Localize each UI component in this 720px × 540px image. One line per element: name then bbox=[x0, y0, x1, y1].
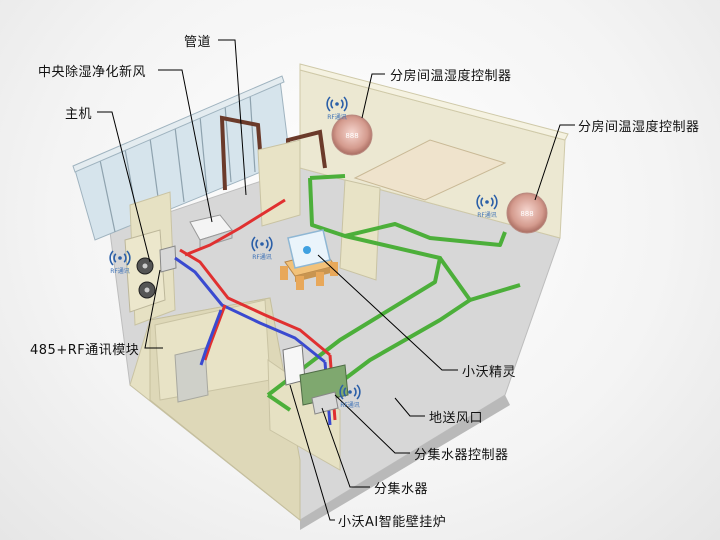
rf-wave-icon bbox=[339, 384, 344, 400]
partition-mid bbox=[257, 139, 301, 227]
label-fresh-air: 中央除湿净化新风 bbox=[38, 65, 147, 80]
xiaowo-sprite-screen bbox=[287, 229, 331, 269]
rf-wave-icon bbox=[126, 250, 131, 266]
fresh-air-unit-side bbox=[199, 229, 233, 249]
rf-badge-label: RF通讯 bbox=[327, 113, 347, 121]
rf-wave-icon bbox=[255, 239, 259, 249]
label-pipe: 管道 bbox=[184, 35, 212, 50]
rf-wave-icon bbox=[123, 253, 127, 263]
rf-dot-icon bbox=[118, 256, 122, 260]
rf-wave-icon bbox=[356, 384, 361, 400]
label-host: 主机 bbox=[65, 107, 93, 122]
room-controller-2-device: 888 bbox=[506, 192, 548, 234]
rf-dot-icon bbox=[260, 242, 264, 246]
rf-wave-icon bbox=[343, 96, 348, 112]
label-room-controller-1: 分房间温湿度控制器 bbox=[390, 69, 512, 84]
back-right-wall-top bbox=[299, 63, 569, 141]
rf-badge: RF通讯 bbox=[109, 250, 131, 275]
rf-wave-icon bbox=[480, 197, 484, 207]
rf-badge-label: RF通讯 bbox=[110, 267, 130, 275]
label-manifold: 分集水器 bbox=[374, 482, 429, 497]
rf-wave-icon bbox=[340, 99, 344, 109]
label-xiaowo-sprite: 小沃精灵 bbox=[462, 365, 517, 380]
room-controller-1-device: 888 bbox=[331, 114, 373, 156]
ceiling-panel bbox=[353, 139, 507, 201]
floor-slab-edge bbox=[300, 395, 510, 530]
host-fans bbox=[136, 257, 156, 299]
rf-wave-icon bbox=[490, 197, 494, 207]
rf-badge: RF通讯 bbox=[339, 384, 361, 409]
rf-wave-icon bbox=[109, 250, 114, 266]
partition-right bbox=[339, 179, 381, 281]
rf-wave-icon bbox=[326, 96, 331, 112]
rf-wave-icon bbox=[113, 253, 117, 263]
label-floor-vent: 地送风口 bbox=[429, 411, 484, 426]
rf-dot-icon bbox=[348, 390, 352, 394]
leader-lines bbox=[97, 39, 575, 521]
rf-badge: RF通讯 bbox=[251, 236, 273, 261]
label-room-controller-2: 分房间温湿度控制器 bbox=[578, 120, 700, 135]
rf-wave-icon bbox=[265, 239, 269, 249]
rf-wave-icon bbox=[330, 99, 334, 109]
air-ducts bbox=[266, 174, 521, 412]
rf-wave-icon bbox=[353, 387, 357, 397]
rf-wave-icon bbox=[268, 236, 273, 252]
manifold-unit bbox=[299, 364, 349, 415]
label-485-rf-module: 485+RF通讯模块 bbox=[30, 343, 140, 358]
glass-wall-rail bbox=[72, 75, 285, 173]
rf-wave-icon bbox=[251, 236, 256, 252]
rf-dot-icon bbox=[485, 200, 489, 204]
svg-text:888: 888 bbox=[520, 210, 533, 218]
rf-badge-label: RF通讯 bbox=[252, 253, 272, 261]
rf-badge-label: RF通讯 bbox=[340, 401, 360, 409]
rf-badges: RF通讯 RF通讯 RF通讯 RF通讯 RF通讯 bbox=[109, 96, 498, 409]
rf-wave-icon bbox=[493, 194, 498, 210]
rf-wave-icon bbox=[476, 194, 481, 210]
rf-dot-icon bbox=[335, 102, 339, 106]
label-manifold-controller: 分集水器控制器 bbox=[414, 448, 509, 463]
label-boiler: 小沃AI智能壁挂炉 bbox=[338, 515, 447, 530]
rf-badge: RF通讯 bbox=[476, 194, 498, 219]
rf-badge-label: RF通讯 bbox=[477, 211, 497, 219]
rf-badge: RF通讯 bbox=[326, 96, 348, 121]
module-box bbox=[159, 245, 177, 273]
rf-wave-icon bbox=[343, 387, 347, 397]
svg-text:888: 888 bbox=[345, 132, 358, 140]
utility-door bbox=[174, 347, 209, 403]
